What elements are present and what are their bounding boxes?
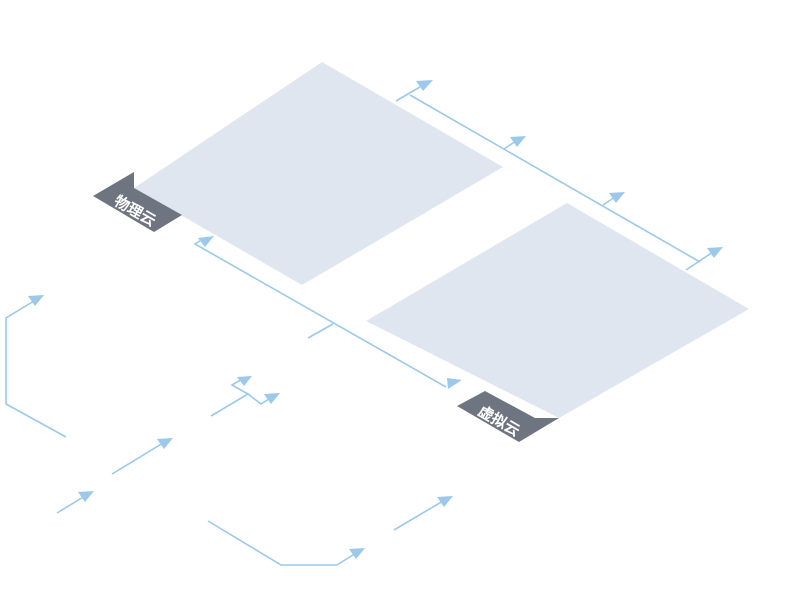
arrow-head — [609, 192, 625, 203]
arrow-head — [349, 548, 365, 559]
connector-middle-stub — [307, 323, 334, 339]
platform-physical-cloud: 物理云 — [93, 62, 503, 285]
platform-surface — [366, 203, 749, 418]
connector-branch-4 — [685, 251, 714, 271]
connector-bottom-trough — [207, 520, 357, 566]
arrow-head — [707, 247, 723, 258]
connector-bottom-left — [56, 495, 86, 514]
arrow-head — [198, 236, 214, 247]
connector-top-rail — [409, 94, 701, 263]
arrow-head — [447, 378, 462, 389]
arrow-head — [510, 136, 526, 147]
arrow-head — [437, 496, 453, 507]
connector-bottom-right — [393, 500, 444, 531]
arrow-head — [416, 80, 433, 91]
arrow-head — [157, 438, 173, 449]
connector-left-bracket — [5, 300, 67, 438]
arrow-head — [78, 491, 94, 502]
arrow-head — [264, 393, 280, 404]
arrow-head — [237, 376, 252, 386]
platform-surface — [134, 62, 503, 285]
platform-tag — [457, 391, 559, 442]
arrow-head — [28, 295, 44, 306]
platform-tag — [93, 172, 182, 232]
arrowheads — [28, 80, 723, 559]
connector-branch-1 — [395, 86, 421, 102]
connector-fork — [210, 377, 250, 417]
connector-mid-left — [111, 442, 164, 475]
platform-virtual-cloud: 虚拟云 — [366, 203, 749, 442]
